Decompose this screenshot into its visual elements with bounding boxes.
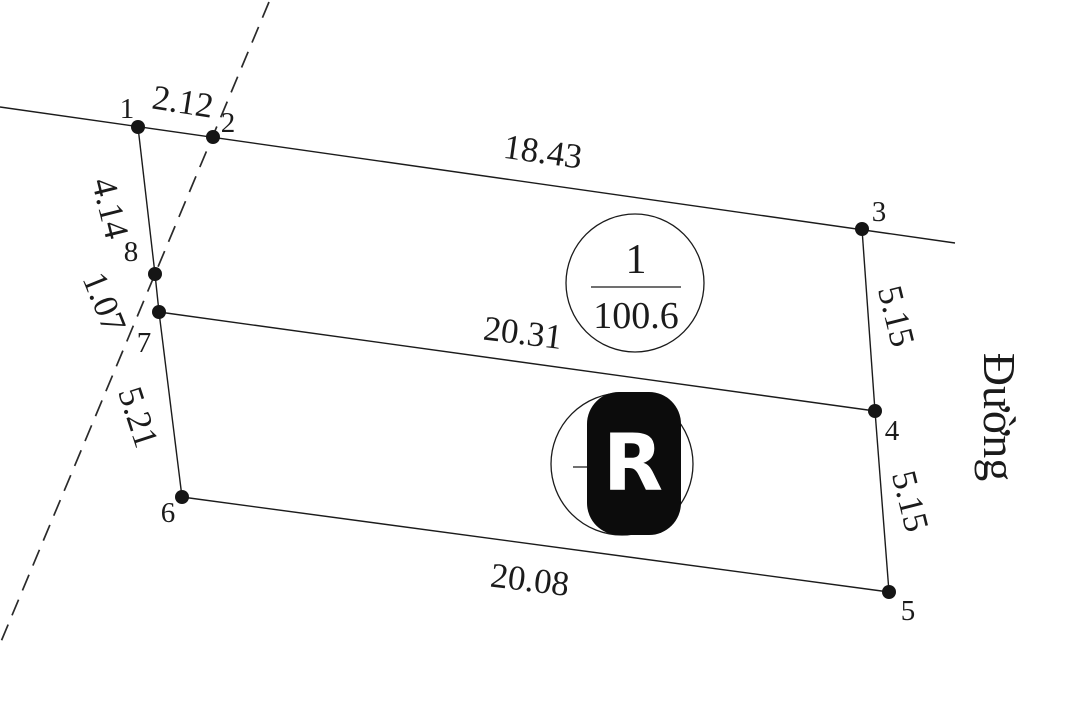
vertex-label-7: 7 (137, 327, 152, 359)
vertex-dot-4 (868, 404, 882, 418)
edge-length-3-4: 5.15 (870, 282, 923, 351)
vertex-dot-3 (855, 222, 869, 236)
vertex-dots (131, 120, 896, 599)
vertex-dot-2 (206, 130, 220, 144)
vertex-label-5: 5 (901, 595, 916, 627)
edge-7-6 (158, 311, 183, 498)
vertex-label-2: 2 (221, 107, 236, 139)
edge-length-4-5: 5.15 (884, 467, 937, 536)
edge-1-8 (137, 126, 156, 275)
edge-length-7-4: 20.31 (481, 309, 564, 357)
vertex-dot-7 (152, 305, 166, 319)
vertex-dot-5 (882, 585, 896, 599)
edge-length-7-8: 1.07 (75, 267, 134, 338)
road-name: Đường (974, 353, 1025, 481)
edge-length-2-3: 18.43 (501, 127, 584, 177)
edge-length-8-1: 4.14 (84, 174, 137, 243)
edge-5-4 (874, 410, 890, 593)
watermark-rounded-rect (587, 392, 681, 535)
edge-length-1-2: 2.12 (150, 78, 217, 126)
vertex-labels: 1 2 3 4 5 6 7 8 (120, 93, 916, 627)
parcel-area: 100.6 (593, 295, 679, 337)
vertex-label-6: 6 (161, 497, 176, 529)
edge-length-6-7: 5.21 (110, 382, 166, 452)
edge-length-labels: 2.12 18.43 5.15 5.15 20.08 5.21 1.07 4.1… (75, 78, 937, 604)
parcel-stamp: 1 100.6 (565, 213, 705, 353)
vertex-dot-1 (131, 120, 145, 134)
vertex-label-4: 4 (885, 415, 900, 447)
parcel-stamp-circle (565, 213, 705, 353)
vertex-label-1: 1 (120, 93, 135, 125)
edge-length-5-6: 20.08 (488, 556, 571, 604)
vertex-dot-6 (175, 490, 189, 504)
edge-6-5 (181, 496, 890, 593)
parcel-boundary (137, 126, 890, 593)
vertex-label-8: 8 (124, 236, 139, 268)
watermark-badge: R (587, 392, 681, 535)
road-edge-line (0, 106, 956, 244)
division-line-7-4 (158, 311, 876, 412)
edge-4-3 (861, 228, 876, 412)
dashed-boundary-line (0, 1, 270, 645)
watermark-letter: R (603, 418, 663, 508)
parcel-number: 1 (626, 237, 647, 283)
vertex-dot-8 (148, 267, 162, 281)
vertex-label-3: 3 (872, 196, 887, 228)
